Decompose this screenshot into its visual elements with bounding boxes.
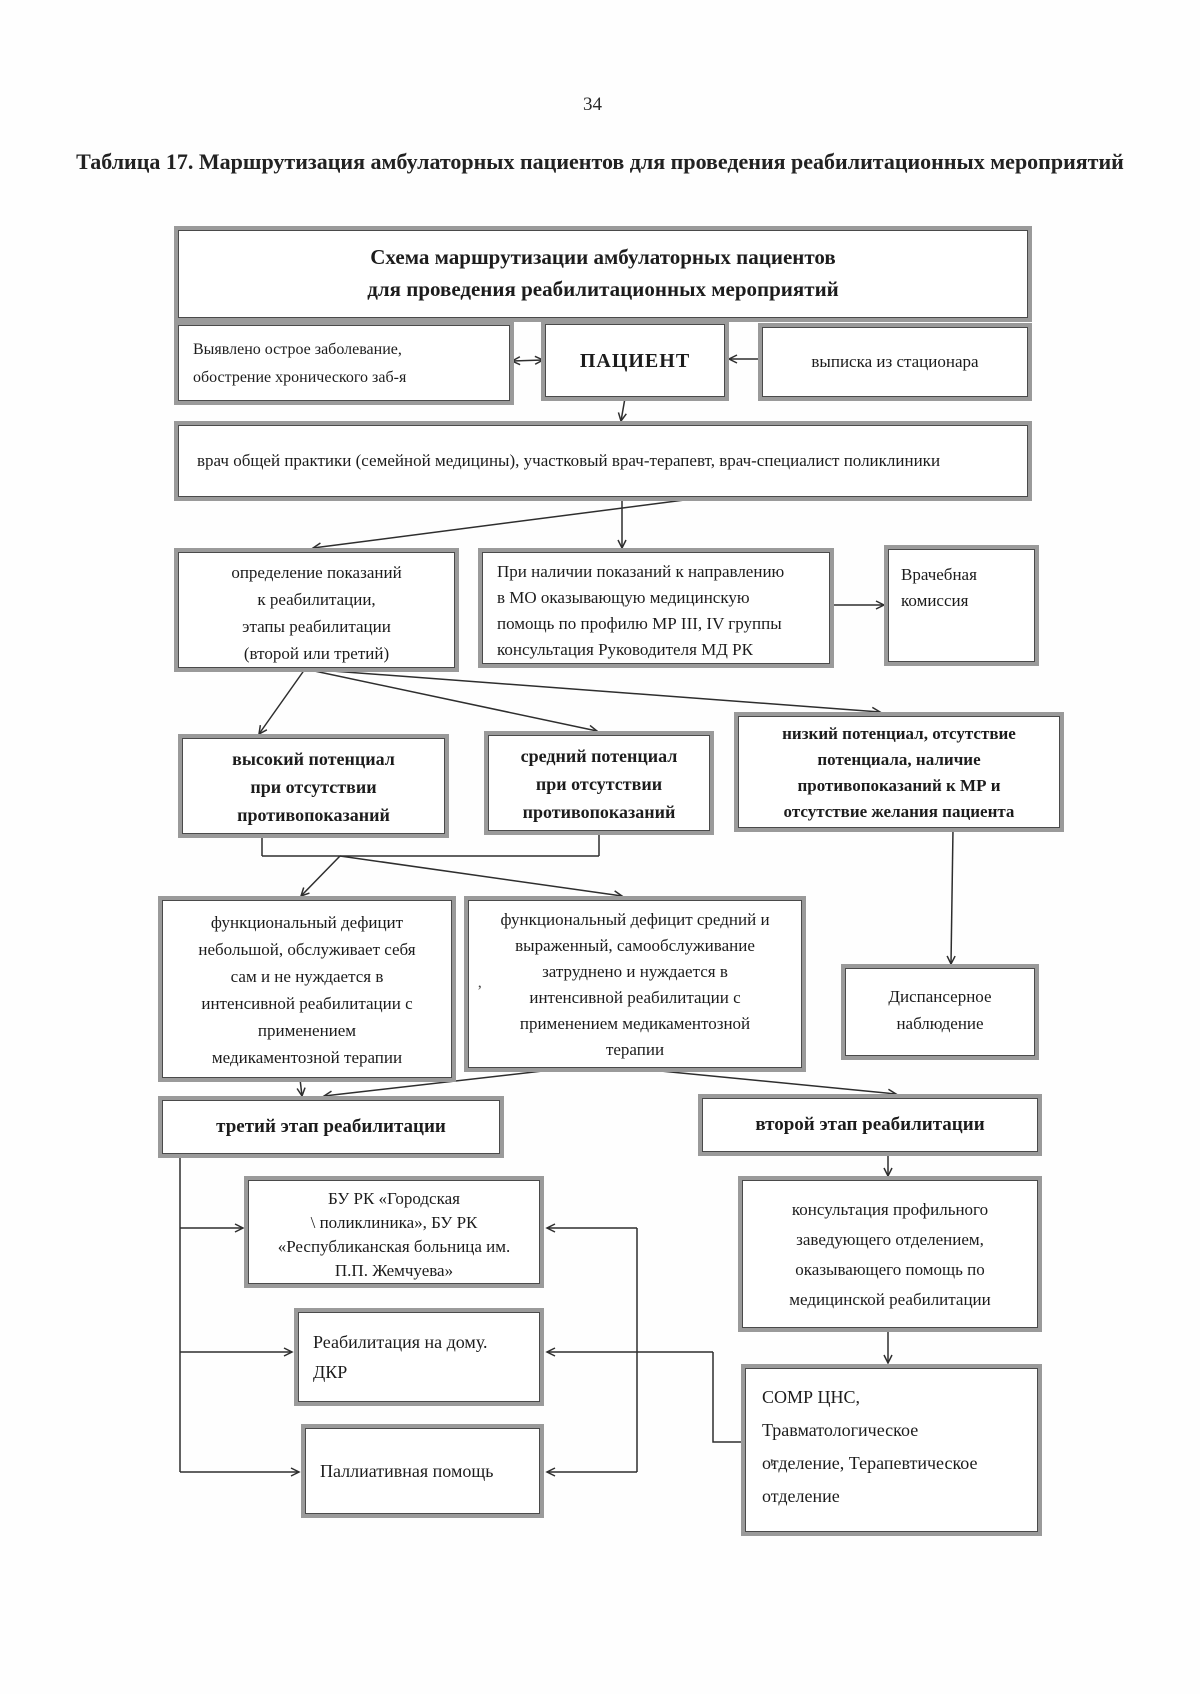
department-head-consult-box: консультация профильного заведующего отд… bbox=[742, 1180, 1038, 1328]
somr-departments-box: v СОМР ЦНС, Травматологическое отделение… bbox=[745, 1368, 1038, 1532]
patient-box: ПАЦИЕНТ bbox=[545, 324, 725, 397]
medium-potential-box: средний потенциал при отсутствии противо… bbox=[488, 735, 710, 831]
general-practitioner-box: врач общей практики (семейной медицины),… bbox=[178, 425, 1028, 497]
arrow-bus-to-deficit-mid bbox=[339, 855, 624, 900]
scheme-title-line1: Схема маршрутизации амбулаторных пациент… bbox=[370, 245, 836, 269]
palliative-care-box: Паллиативная помощь bbox=[305, 1428, 540, 1514]
page-number: 34 bbox=[583, 94, 602, 115]
small-functional-deficit-box: функциональный дефицит небольшой, обслуж… bbox=[162, 900, 452, 1078]
arrow-gp-to-indications bbox=[311, 497, 701, 552]
arrow-patient-to-gp bbox=[617, 397, 627, 423]
referral-mo-box: При наличии показаний к направлению в МО… bbox=[482, 552, 830, 664]
arrow-indications-to-mid bbox=[304, 668, 599, 734]
arrow-bus-to-deficit-small bbox=[299, 855, 341, 898]
rehab-indications-box: определение показаний к реабилитации, эт… bbox=[178, 552, 455, 668]
medium-functional-deficit-box: ’ функциональный дефицит средний и выраж… bbox=[468, 900, 802, 1068]
scheme-title-box: Схема маршрутизации амбулаторных пациент… bbox=[178, 230, 1028, 318]
high-potential-box: высокий потенциал при отсутствии противо… bbox=[182, 738, 445, 834]
medical-commission-box: Врачебная комиссия bbox=[888, 549, 1035, 662]
elbow-somr-feedback bbox=[712, 1352, 744, 1443]
hospital-discharge-box: выписка из стационара bbox=[762, 327, 1028, 397]
city-polyclinic-box: БУ РК «Городская \ поликлиника», БУ РК «… bbox=[248, 1180, 540, 1284]
table-caption-line2: реабилитационных мероприятий bbox=[791, 149, 1124, 174]
arrow-indications-to-high bbox=[258, 668, 306, 736]
arrow-indications-to-low bbox=[304, 668, 882, 717]
arrow-deficit-small-to-stage3 bbox=[296, 1078, 306, 1098]
low-potential-box: низкий потенциал, отсутствие потенциала,… bbox=[738, 716, 1060, 828]
table-caption-line1: Таблица 17. Маршрутизация амбулаторных п… bbox=[76, 149, 786, 174]
dispensary-observation-box: Диспансерное наблюдение bbox=[845, 968, 1035, 1056]
arrow-low-to-dispensary bbox=[946, 828, 956, 966]
third-stage-rehab-box: третий этап реабилитации bbox=[162, 1100, 500, 1154]
arrow-deficit-mid-to-stage2 bbox=[639, 1068, 898, 1098]
second-stage-rehab-box: второй этап реабилитации bbox=[702, 1098, 1038, 1152]
home-rehabilitation-box: Реабилитация на дому. ДКР bbox=[298, 1312, 540, 1402]
table-caption: Таблица 17. Маршрутизация амбулаторных п… bbox=[70, 146, 1130, 177]
scheme-title-line2: для проведения реабилитационных мероприя… bbox=[367, 277, 839, 301]
scan-artifact-mark: ’ bbox=[477, 983, 483, 1000]
acute-disease-box: Выявлено острое заболевание, обострение … bbox=[178, 325, 510, 401]
arrow-acute-patient bbox=[512, 360, 543, 361]
